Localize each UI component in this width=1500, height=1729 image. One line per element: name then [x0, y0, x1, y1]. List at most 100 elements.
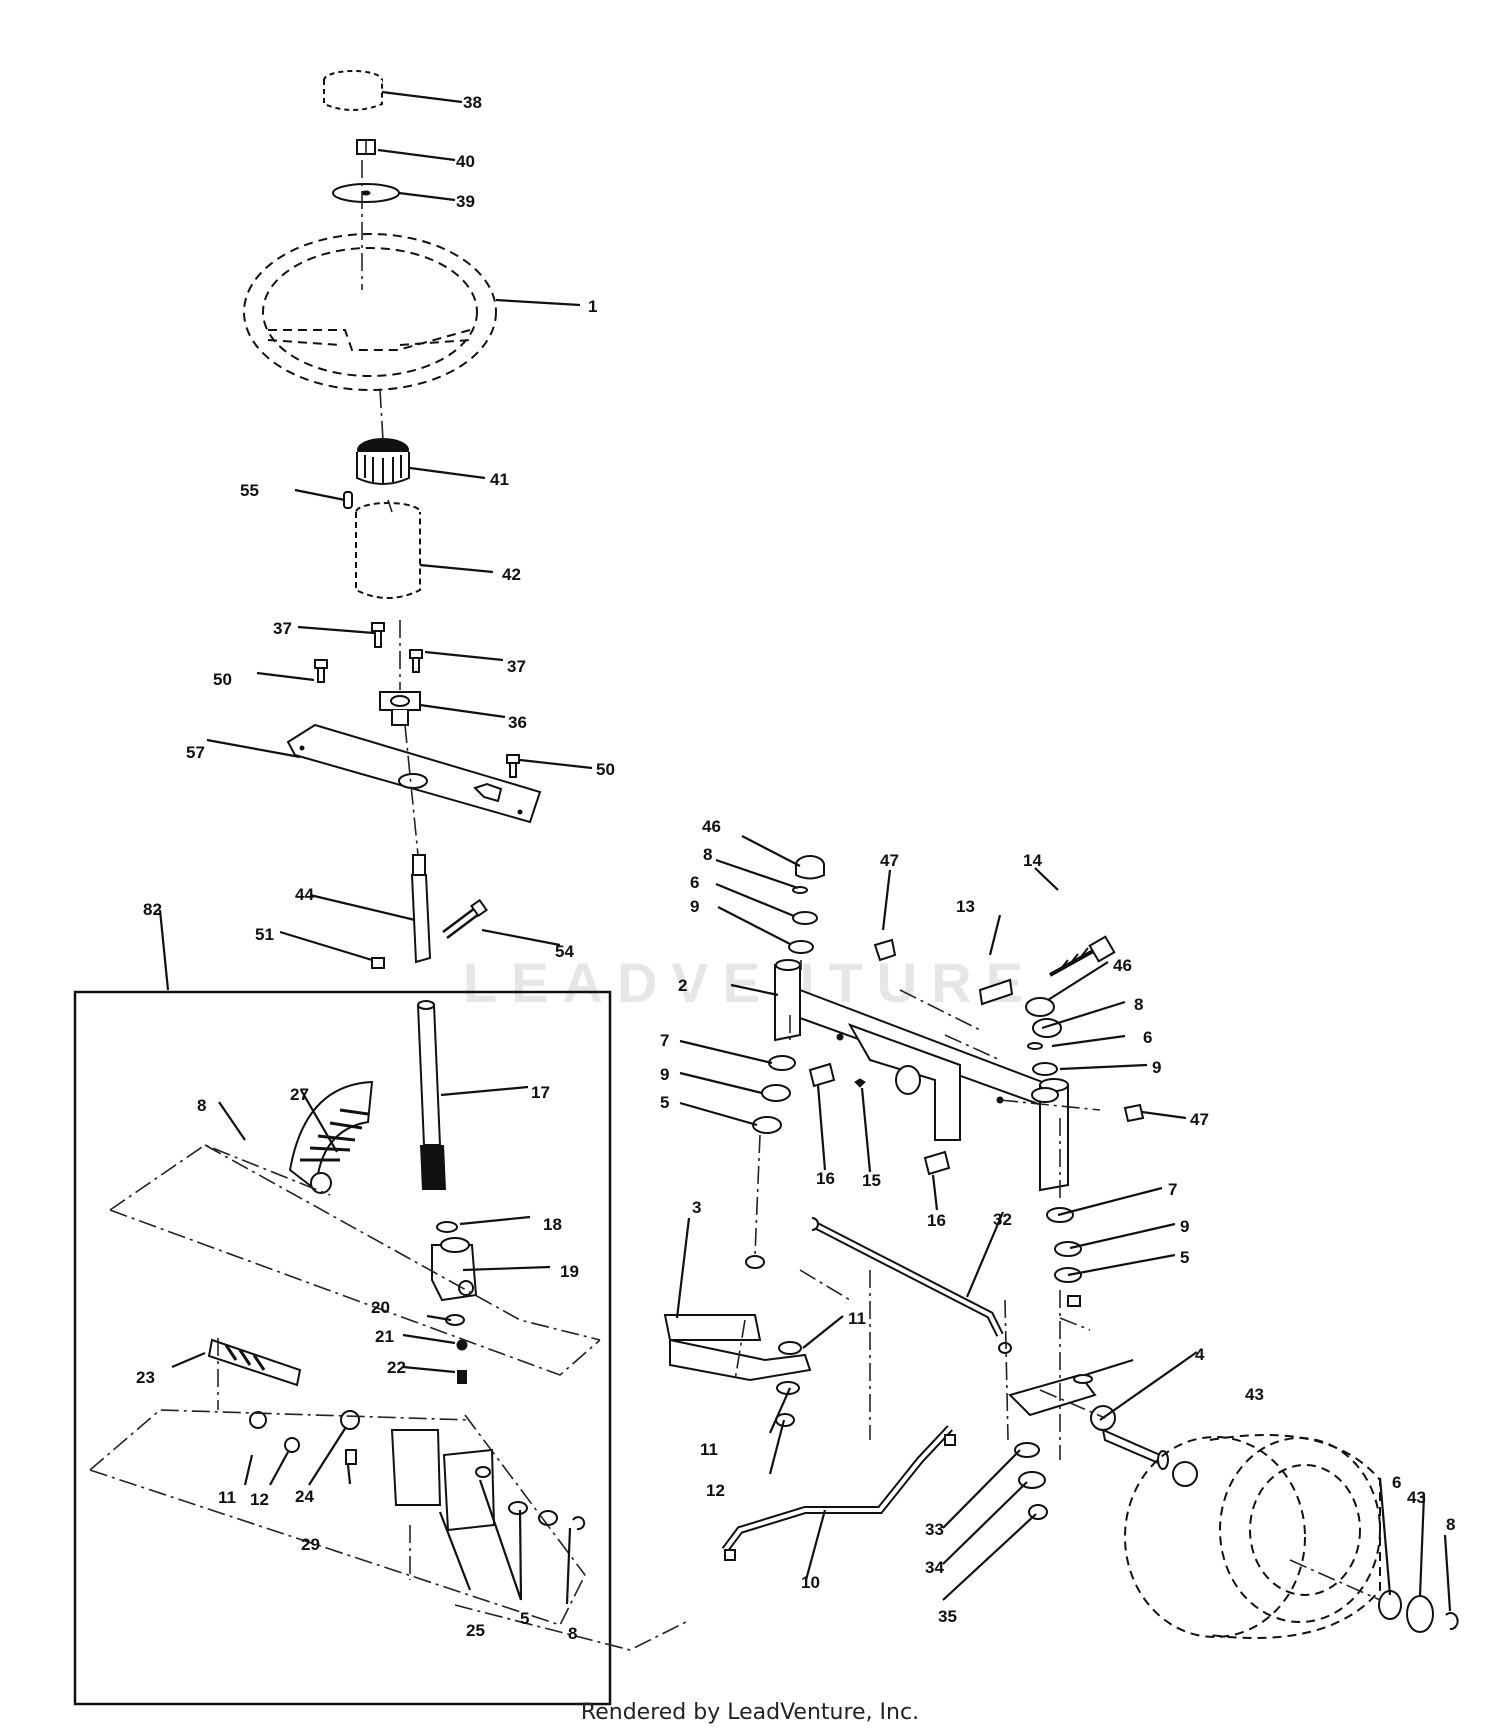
callout-25: 25: [466, 1621, 485, 1640]
callout-44: 44: [295, 885, 314, 904]
callout-11: 11: [218, 1488, 236, 1507]
callout-8: 8: [1446, 1515, 1455, 1534]
callout-9: 9: [1152, 1058, 1161, 1077]
callout-8: 8: [703, 845, 712, 864]
callout-14: 14: [1023, 851, 1042, 870]
callout-46: 46: [702, 817, 721, 836]
adapter-part: [356, 438, 410, 485]
pinion-bracket-part: [431, 1237, 478, 1302]
callout-40: 40: [456, 152, 475, 171]
pinion-shaft-part: [416, 1000, 446, 1190]
callout-29: 29: [301, 1535, 320, 1554]
callout-13: 13: [956, 897, 975, 916]
callout-43: 43: [1407, 1488, 1426, 1507]
sector-gear-part: [288, 1080, 374, 1194]
callout-5: 5: [520, 1609, 529, 1628]
callout-8: 8: [568, 1624, 577, 1643]
sleeves-part: [808, 1062, 951, 1176]
pivot-bolt-part: [978, 935, 1116, 1006]
callout-7: 7: [1168, 1180, 1177, 1199]
callout-34: 34: [925, 1558, 944, 1577]
tie-shaft-part: [207, 1338, 360, 1465]
callout-11: 11: [700, 1440, 718, 1459]
callout-5: 5: [1180, 1248, 1189, 1267]
callout-8: 8: [1134, 995, 1143, 1014]
spindle-3-part: [663, 1255, 812, 1427]
leader-lines: [158, 90, 1452, 1612]
steering-wheel-part: [243, 233, 497, 391]
callout-1: 1: [588, 297, 597, 316]
callout-51: 51: [255, 925, 274, 944]
callout-32: 32: [993, 1210, 1012, 1229]
footer-credit: Rendered by LeadVenture, Inc.: [580, 1700, 920, 1725]
steering-support-plate-part: [286, 723, 542, 824]
callout-37: 37: [507, 657, 526, 676]
callout-50: 50: [596, 760, 615, 779]
cap-46b-part: [1025, 997, 1055, 1017]
inset-frame: [73, 990, 612, 1706]
mount-bracket-part: [390, 1429, 496, 1532]
callout-47: 47: [880, 851, 899, 870]
callout-41: 41: [490, 470, 509, 489]
callout-46: 46: [1113, 956, 1132, 975]
callout-6: 6: [1392, 1473, 1401, 1492]
callout-7: 7: [660, 1031, 669, 1050]
callout-20: 20: [371, 1298, 390, 1317]
front-axle-part: [774, 959, 1069, 1192]
callout-54: 54: [555, 942, 574, 961]
callout-55: 55: [240, 481, 259, 500]
callout-35: 35: [938, 1607, 957, 1626]
nut-51-part: [371, 957, 385, 969]
callout-11: 11: [848, 1309, 866, 1328]
callout-39: 39: [456, 192, 475, 211]
flange-bearing-part: [379, 691, 421, 726]
callout-33: 33: [925, 1520, 944, 1539]
callout-19: 19: [560, 1262, 579, 1281]
steering-cap-part: [323, 70, 383, 111]
callout-4: 4: [1195, 1345, 1205, 1364]
axle-phantom-lines: [734, 960, 1381, 1601]
callout-6: 6: [690, 873, 699, 892]
tie-rod-32-part: [811, 1217, 1012, 1354]
washer-stack-33-35-part: [1014, 1442, 1048, 1520]
callout-57: 57: [186, 743, 205, 762]
callout-36: 36: [508, 713, 527, 732]
callout-15: 15: [862, 1171, 881, 1190]
callout-18: 18: [543, 1215, 562, 1234]
steering-shaft-part: [410, 854, 432, 964]
callout-9: 9: [690, 897, 699, 916]
nut-part: [356, 139, 376, 155]
callout-42: 42: [502, 565, 521, 584]
callout-5: 5: [660, 1093, 669, 1112]
callout-43: 43: [1245, 1385, 1264, 1404]
callout-21: 21: [375, 1327, 394, 1346]
callout-6: 6: [1143, 1028, 1152, 1047]
callout-16: 16: [927, 1211, 946, 1230]
callout-82: 82: [143, 900, 162, 919]
callout-3: 3: [692, 1198, 701, 1217]
callout-38: 38: [463, 93, 482, 112]
wheel-part: [1124, 1434, 1459, 1639]
grease-fitting-part: [873, 938, 1145, 1123]
bolt-54-part: [442, 898, 488, 939]
callout-23: 23: [136, 1368, 155, 1387]
inset-washers-part: [508, 1501, 586, 1531]
callout-9: 9: [660, 1065, 669, 1084]
callout-2: 2: [678, 976, 687, 995]
callout-47: 47: [1190, 1110, 1209, 1129]
bolt-part: [314, 622, 520, 778]
callout-50: 50: [213, 670, 232, 689]
watermark-text: LEADVENTURE: [463, 951, 1037, 1014]
callout-24: 24: [295, 1487, 314, 1506]
bushing-part: [355, 502, 421, 599]
spring-pin-part: [343, 491, 353, 509]
washer-part: [332, 183, 400, 203]
callout-9: 9: [1180, 1217, 1189, 1236]
callout-12: 12: [706, 1481, 725, 1500]
callout-27: 27: [290, 1085, 309, 1104]
inset-phantom-lines: [89, 1144, 691, 1651]
callout-labels: 38 40 39 1 41 55 42 37 37 50 36 57 50 82…: [136, 93, 1455, 1643]
callout-8: 8: [197, 1096, 206, 1115]
drag-link-10-part: [721, 1425, 956, 1561]
